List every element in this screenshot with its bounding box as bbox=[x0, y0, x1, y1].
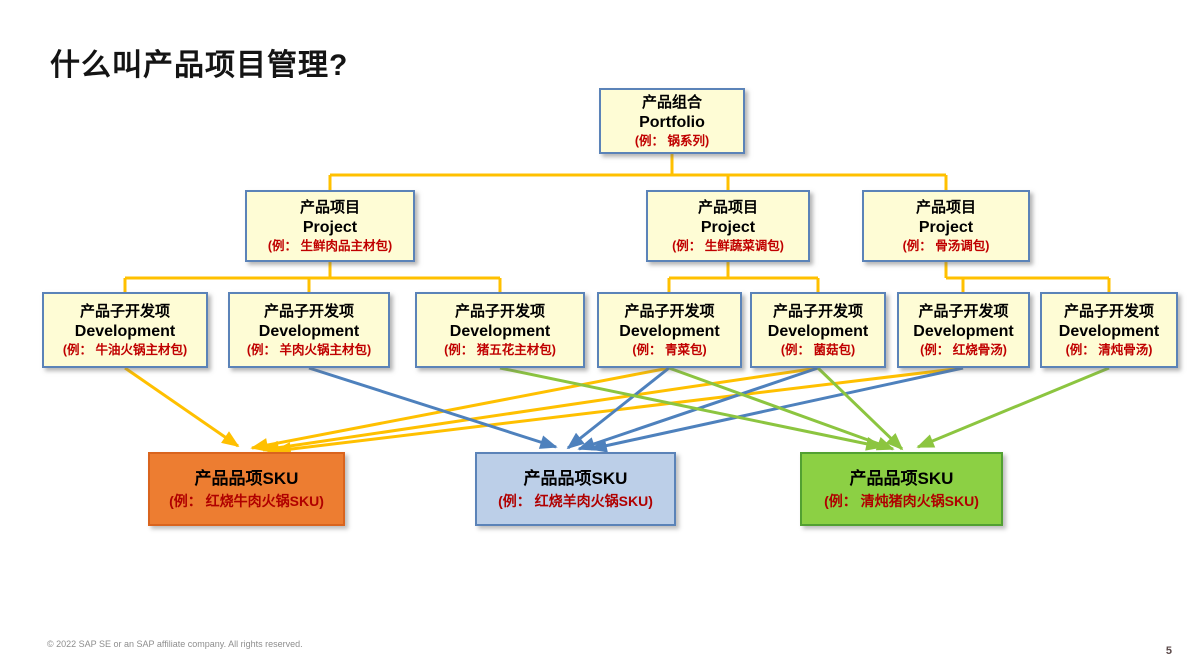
footer-copyright: © 2022 SAP SE or an SAP affiliate compan… bbox=[47, 639, 303, 649]
node-title-cn: 产品子开发项 bbox=[79, 302, 170, 320]
node-title-cn: 产品组合 bbox=[641, 93, 702, 111]
edges-to-sku-blue bbox=[308, 366, 964, 453]
node-development-2: 产品子开发项 Development (例： 羊肉火锅主材包) bbox=[228, 292, 390, 368]
node-development-4: 产品子开发项 Development (例： 青菜包) bbox=[597, 292, 742, 368]
node-example: (例： 生鲜肉品主材包) bbox=[267, 238, 393, 253]
sku-title: 产品品项SKU bbox=[523, 468, 628, 488]
node-development-3: 产品子开发项 Development (例： 猪五花主材包) bbox=[415, 292, 585, 368]
node-title-en: Development bbox=[1058, 322, 1160, 340]
node-title-cn: 产品子开发项 bbox=[263, 302, 354, 320]
sku-example: (例： 清炖猪肉火锅SKU) bbox=[824, 492, 979, 509]
page-number: 5 bbox=[1165, 645, 1172, 657]
node-portfolio: 产品组合 Portfolio (例： 锅系列) bbox=[599, 88, 745, 154]
sku-green: 产品品项SKU (例： 清炖猪肉火锅SKU) bbox=[800, 452, 1003, 526]
node-development-5: 产品子开发项 Development (例： 菌菇包) bbox=[750, 292, 886, 368]
node-project-1: 产品项目 Project (例： 生鲜肉品主材包) bbox=[245, 190, 415, 262]
sku-blue: 产品品项SKU (例： 红烧羊肉火锅SKU) bbox=[475, 452, 676, 526]
node-title-cn: 产品项目 bbox=[915, 198, 976, 216]
slide-title: 什么叫产品项目管理? bbox=[50, 49, 349, 82]
node-example: (例： 生鲜蔬菜调包) bbox=[672, 238, 784, 253]
node-example: (例： 红烧骨汤) bbox=[920, 342, 1007, 357]
node-title-en: Development bbox=[619, 322, 720, 340]
node-title-cn: 产品项目 bbox=[697, 198, 758, 216]
node-project-3: 产品项目 Project (例： 骨汤调包) bbox=[862, 190, 1030, 262]
node-development-6: 产品子开发项 Development (例： 红烧骨汤) bbox=[897, 292, 1030, 368]
node-example: (例： 骨汤调包) bbox=[902, 238, 990, 253]
node-title-cn: 产品子开发项 bbox=[918, 302, 1009, 320]
node-example: (例： 锅系列) bbox=[634, 133, 710, 148]
edges-to-sku-green bbox=[499, 366, 1110, 451]
node-title-cn: 产品子开发项 bbox=[772, 302, 863, 320]
node-title-en: Development bbox=[767, 322, 869, 340]
node-example: (例： 牛油火锅主材包) bbox=[62, 342, 188, 357]
node-title-en: Portfolio bbox=[639, 113, 705, 131]
node-title-en: Development bbox=[913, 322, 1014, 340]
node-title-cn: 产品子开发项 bbox=[1063, 302, 1154, 320]
node-title-en: Project bbox=[918, 218, 974, 236]
edges-to-sku-orange bbox=[124, 366, 964, 457]
node-title-en: Development bbox=[74, 322, 176, 340]
node-title-en: Development bbox=[258, 322, 360, 340]
node-title-en: Project bbox=[700, 218, 756, 236]
node-title-cn: 产品子开发项 bbox=[454, 302, 545, 320]
node-development-1: 产品子开发项 Development (例： 牛油火锅主材包) bbox=[42, 292, 208, 368]
node-title-en: Development bbox=[449, 322, 551, 340]
node-title-cn: 产品项目 bbox=[299, 198, 360, 216]
node-title-cn: 产品子开发项 bbox=[624, 302, 715, 320]
node-example: (例： 菌菇包) bbox=[780, 342, 856, 357]
node-example: (例： 猪五花主材包) bbox=[444, 342, 556, 357]
sku-orange: 产品品项SKU (例： 红烧牛肉火锅SKU) bbox=[148, 452, 345, 526]
sku-title: 产品品项SKU bbox=[194, 468, 299, 488]
node-title-en: Project bbox=[302, 218, 358, 236]
node-project-2: 产品项目 Project (例： 生鲜蔬菜调包) bbox=[646, 190, 810, 262]
sku-example: (例： 红烧牛肉火锅SKU) bbox=[169, 492, 324, 509]
node-example: (例： 青菜包) bbox=[632, 342, 707, 357]
node-example: (例： 清炖骨汤) bbox=[1065, 342, 1153, 357]
sku-example: (例： 红烧羊肉火锅SKU) bbox=[498, 492, 653, 509]
node-development-7: 产品子开发项 Development (例： 清炖骨汤) bbox=[1040, 292, 1178, 368]
sku-title: 产品品项SKU bbox=[849, 468, 954, 488]
node-example: (例： 羊肉火锅主材包) bbox=[246, 342, 372, 357]
